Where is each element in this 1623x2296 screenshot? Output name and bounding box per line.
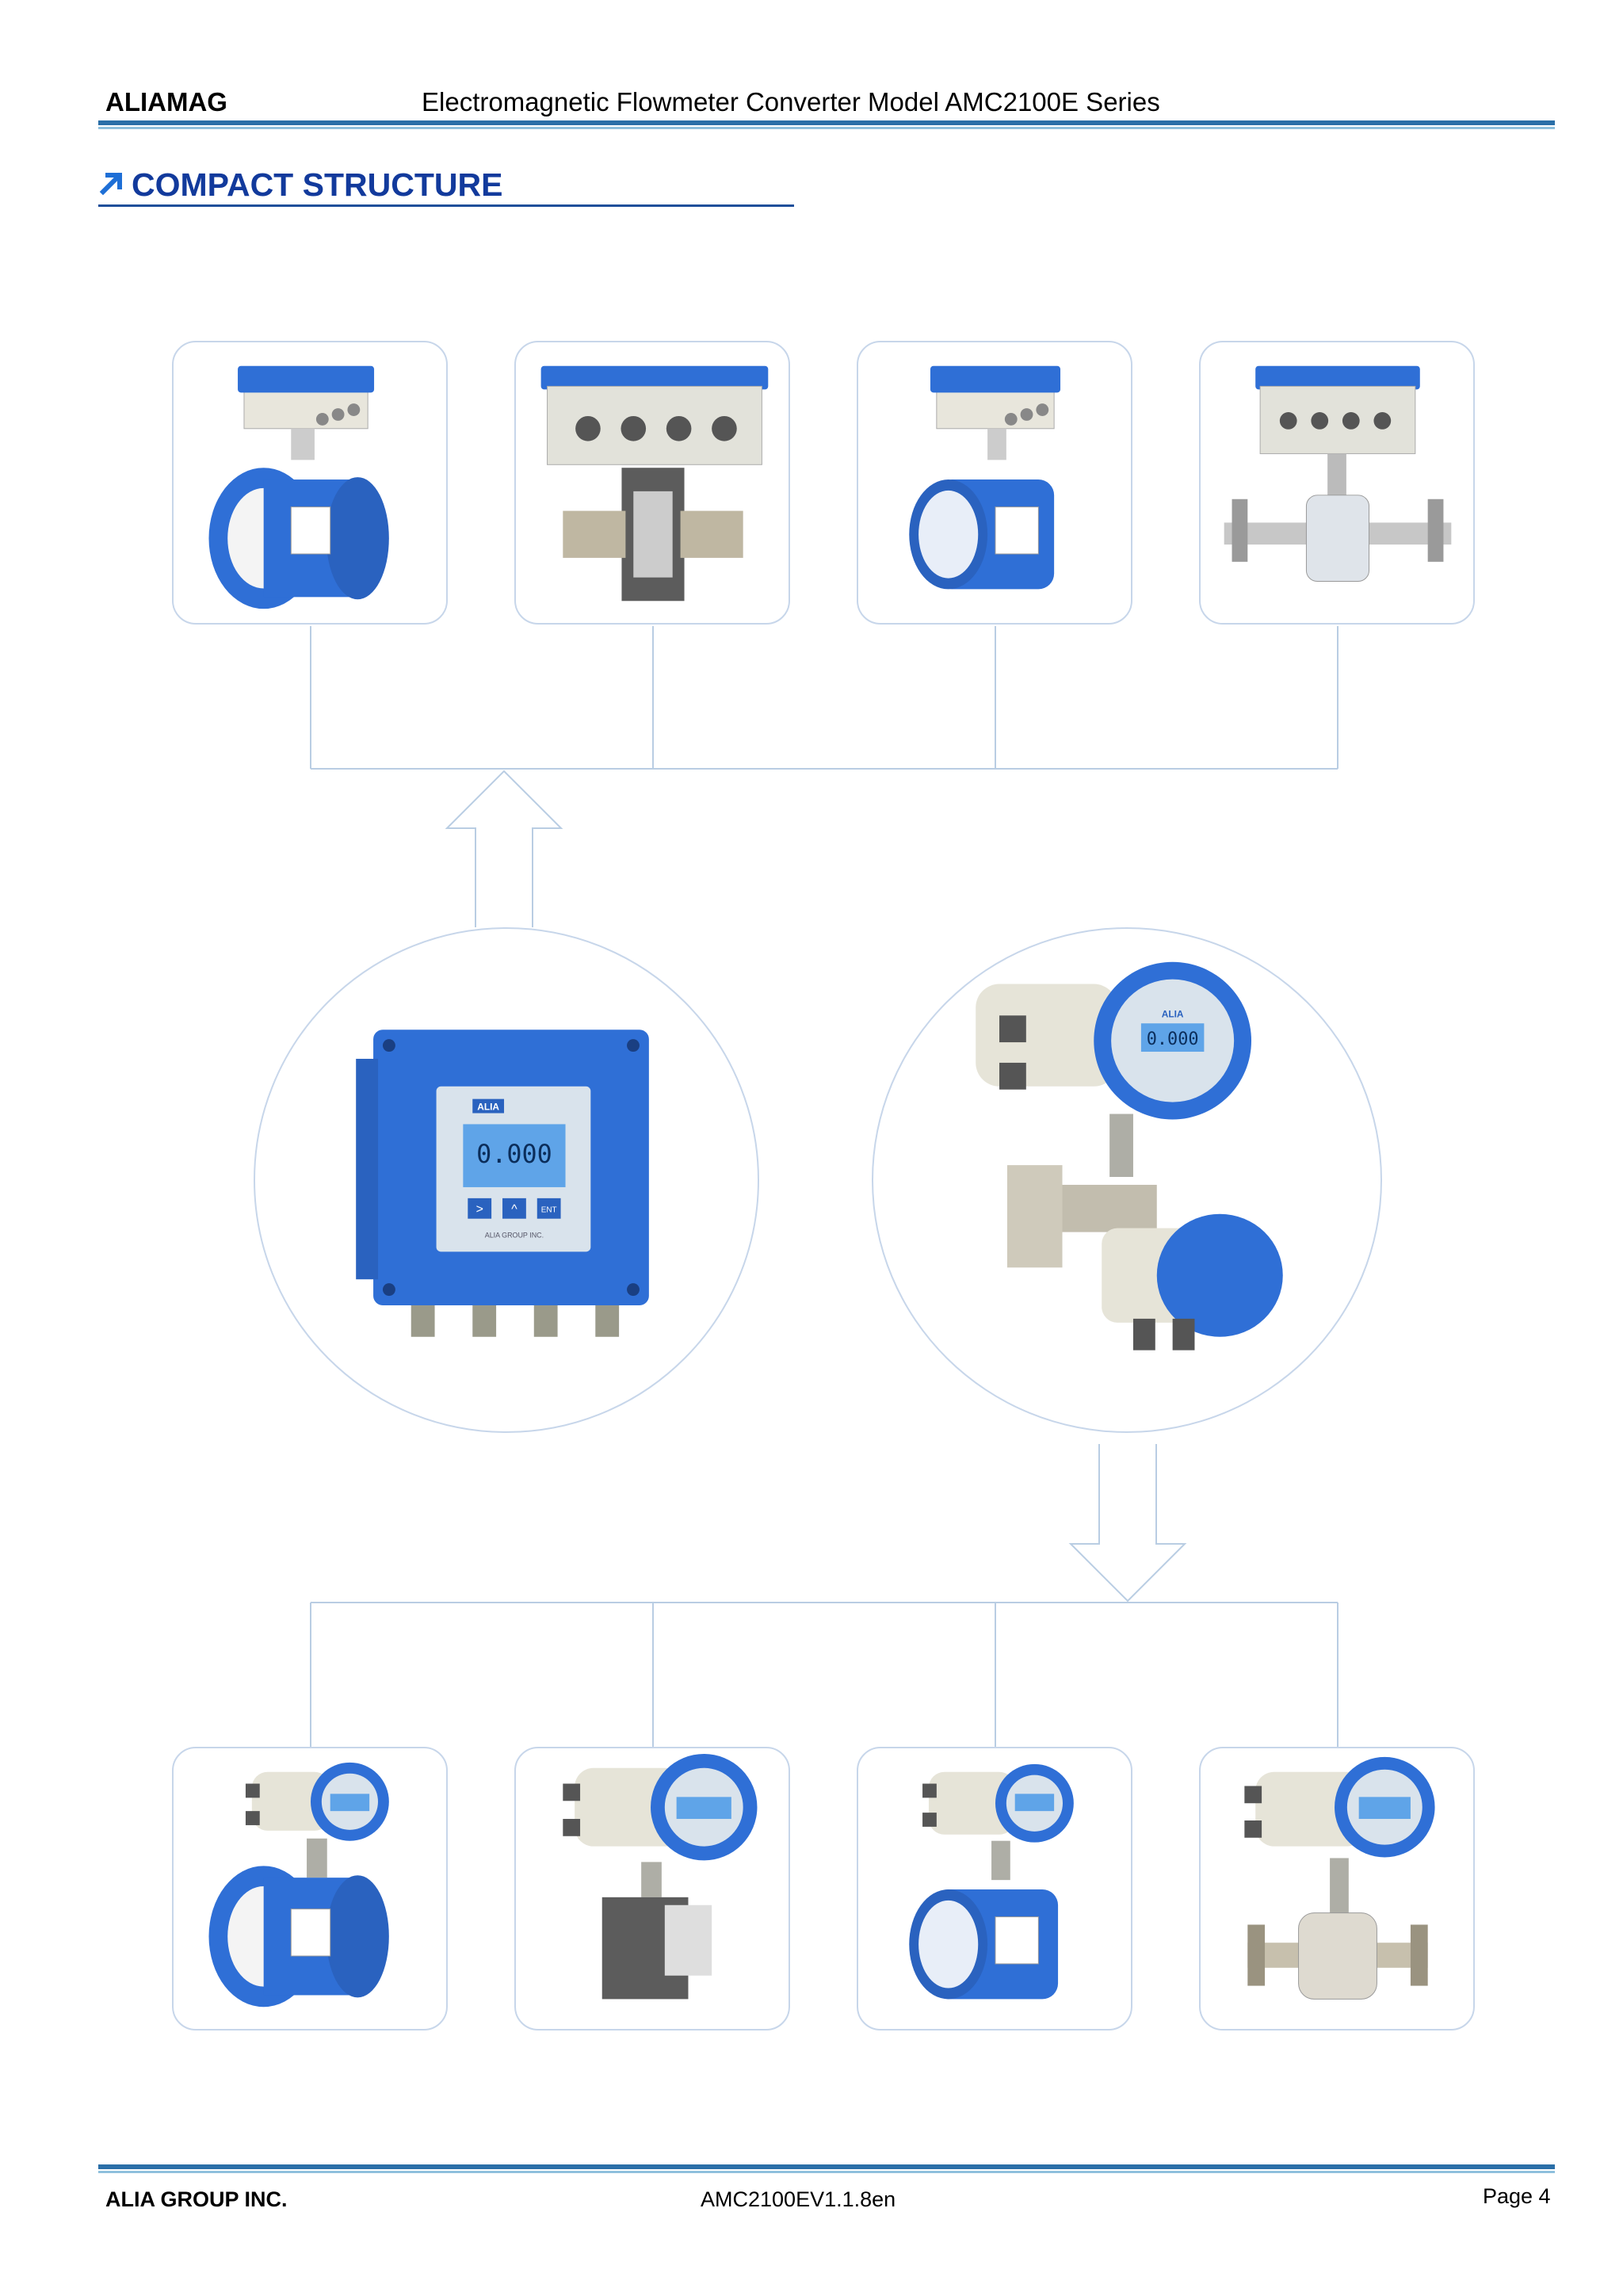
display-value: 0.000: [476, 1140, 552, 1169]
header-rule-light: [98, 127, 1555, 129]
header-brand: ALIAMAG: [105, 87, 227, 117]
header-rule: [98, 120, 1555, 125]
footer-company: ALIA GROUP INC.: [105, 2187, 288, 2211]
product-card-sanitary-remote: [1199, 341, 1475, 625]
converter-round-head: ALIA 0.000: [872, 927, 1382, 1433]
converter-wall-mount: ALIA 0.000 > ^ ENT ALIA GROUP INC.: [254, 927, 759, 1433]
product-card-threaded-remote: [514, 341, 790, 625]
product-card-flanged-compact: [172, 1747, 448, 2030]
section-underline: [98, 204, 794, 207]
key-enter-label: ENT: [541, 1206, 557, 1215]
key-enter[interactable]: [537, 1198, 561, 1219]
section-title: COMPACT STRUCTURE: [132, 166, 503, 203]
round-head-display-value: 0.000: [1147, 1030, 1199, 1049]
threaded-sensor-junction-box-image: [540, 365, 769, 602]
key-right[interactable]: [468, 1198, 492, 1219]
sanitary-sensor-junction-box-image: [1224, 365, 1452, 583]
footer-doc-code: AMC2100EV1.1.8en: [701, 2187, 896, 2211]
round-head-logo: ALIA: [1162, 1008, 1184, 1019]
product-card-tube-remote: [857, 341, 1132, 625]
flanged-compact-flowmeter-image: [208, 1762, 389, 2008]
footer-page-number: Page 4: [1483, 2184, 1551, 2208]
footer-rule: [98, 2164, 1555, 2169]
threaded-compact-flowmeter-image: [563, 1753, 758, 2000]
product-card-sanitary-compact: [1199, 1747, 1475, 2030]
section-heading: COMPACT STRUCTURE: [98, 166, 502, 204]
tube-compact-flowmeter-image: [909, 1763, 1074, 2000]
arrow-up-right-icon: [98, 166, 125, 204]
key-up[interactable]: [502, 1198, 526, 1219]
round-head-converter-image: ALIA 0.000: [976, 961, 1283, 1350]
key-up-label: ^: [511, 1203, 517, 1217]
product-card-threaded-compact: [514, 1747, 790, 2030]
tube-sensor-junction-box-image: [909, 365, 1061, 590]
product-card-flanged-remote: [172, 341, 448, 625]
maker-label: ALIA GROUP INC.: [485, 1232, 544, 1240]
footer-rule-light: [98, 2171, 1555, 2173]
product-card-tube-compact: [857, 1747, 1132, 2030]
wall-mount-converter-image: ALIA 0.000 > ^ ENT ALIA GROUP INC.: [356, 1030, 649, 1337]
flanged-sensor-junction-box-image: [208, 365, 389, 609]
key-right-label: >: [476, 1203, 483, 1217]
header-title: Electromagnetic Flowmeter Converter Mode…: [422, 87, 1160, 117]
converter-logo: ALIA: [477, 1102, 499, 1113]
sanitary-compact-flowmeter-image: [1244, 1756, 1435, 2000]
